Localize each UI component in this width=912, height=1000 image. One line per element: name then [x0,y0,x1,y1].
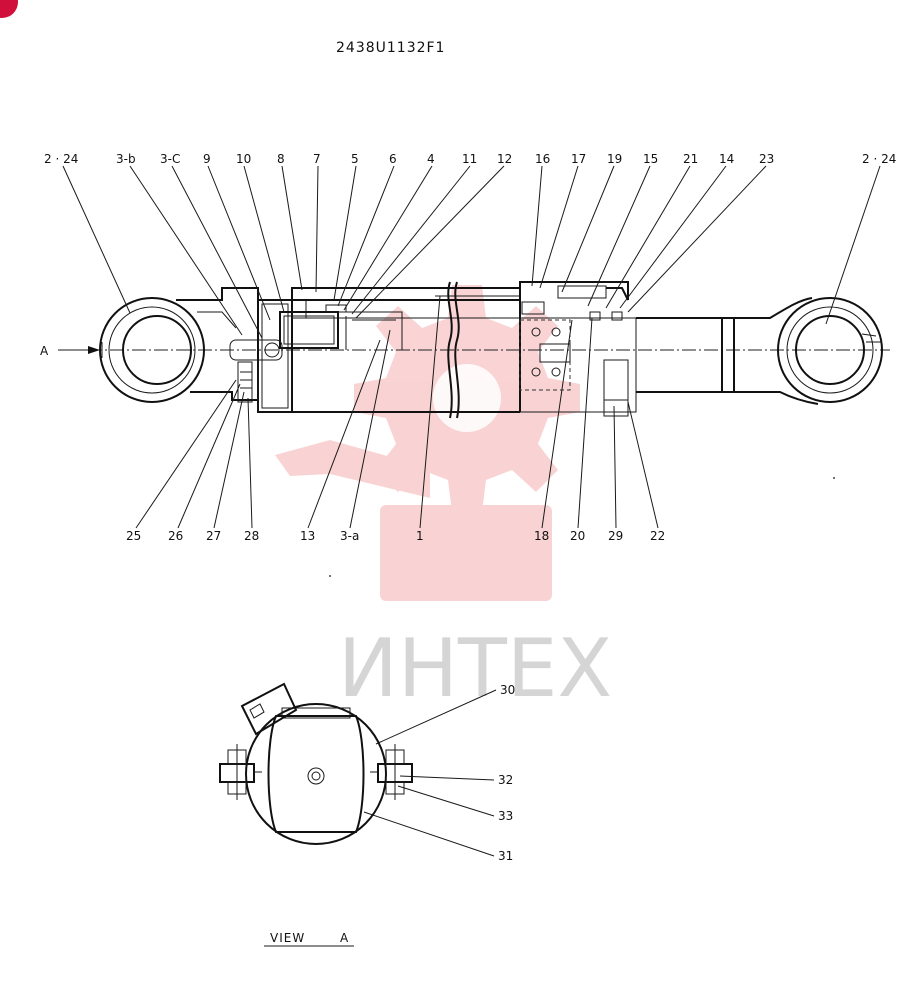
part-label-30: 30 [500,683,515,697]
view-caption-letter: A [340,931,349,945]
part-label-17: 17 [571,152,586,166]
part-label-7: 7 [313,152,321,166]
part-label-2-24-right: 2 · 24 [862,152,896,166]
part-label-26: 26 [168,529,183,543]
part-label-29: 29 [608,529,623,543]
part-label-23: 23 [759,152,774,166]
part-label-20: 20 [570,529,585,543]
part-label-16: 16 [535,152,550,166]
corner-mark [0,0,18,18]
view-arrow-label: A [40,344,49,358]
right-eye-outer [777,297,883,403]
part-label-5: 5 [351,152,359,166]
part-label-8: 8 [277,152,285,166]
part-label-22: 22 [650,529,665,543]
part-label-27: 27 [206,529,221,543]
leader-lines [62,165,881,857]
part-label-3a: 3-a [340,529,359,543]
left-eye-mid [108,306,196,394]
part-label-3b: 3-b [116,152,136,166]
drawing-number: 2438U1132F1 [336,40,445,56]
part-label-9: 9 [203,152,211,166]
part-label-1: 1 [416,529,424,543]
part-label-18: 18 [534,529,549,543]
view-a-port [307,767,325,785]
part-label-28: 28 [244,529,259,543]
part-label-2-24-left: 2 · 24 [44,152,78,166]
part-label-19: 19 [607,152,622,166]
view-a-drawing [219,682,413,845]
part-label-11: 11 [462,152,477,166]
part-label-12: 12 [497,152,512,166]
part-label-21: 21 [683,152,698,166]
part-label-3c: 3-C [160,152,180,166]
part-label-10: 10 [236,152,251,166]
part-label-14: 14 [719,152,734,166]
part-label-13: 13 [300,529,315,543]
part-label-31: 31 [498,849,513,863]
part-label-6: 6 [389,152,397,166]
left-eye-bore [122,315,192,385]
part-label-32: 32 [498,773,513,787]
right-eye-mid [786,306,874,394]
watermark-center [433,364,501,432]
part-label-33: 33 [498,809,513,823]
cylinder-main [58,281,890,419]
part-label-4: 4 [427,152,435,166]
watermark-text: ИНТЕХ [338,622,612,715]
view-caption-word: VIEW [270,931,305,945]
part-label-15: 15 [643,152,658,166]
part-label-25: 25 [126,529,141,543]
view-a-outer-circle [245,703,387,845]
right-eye-bore [795,315,865,385]
